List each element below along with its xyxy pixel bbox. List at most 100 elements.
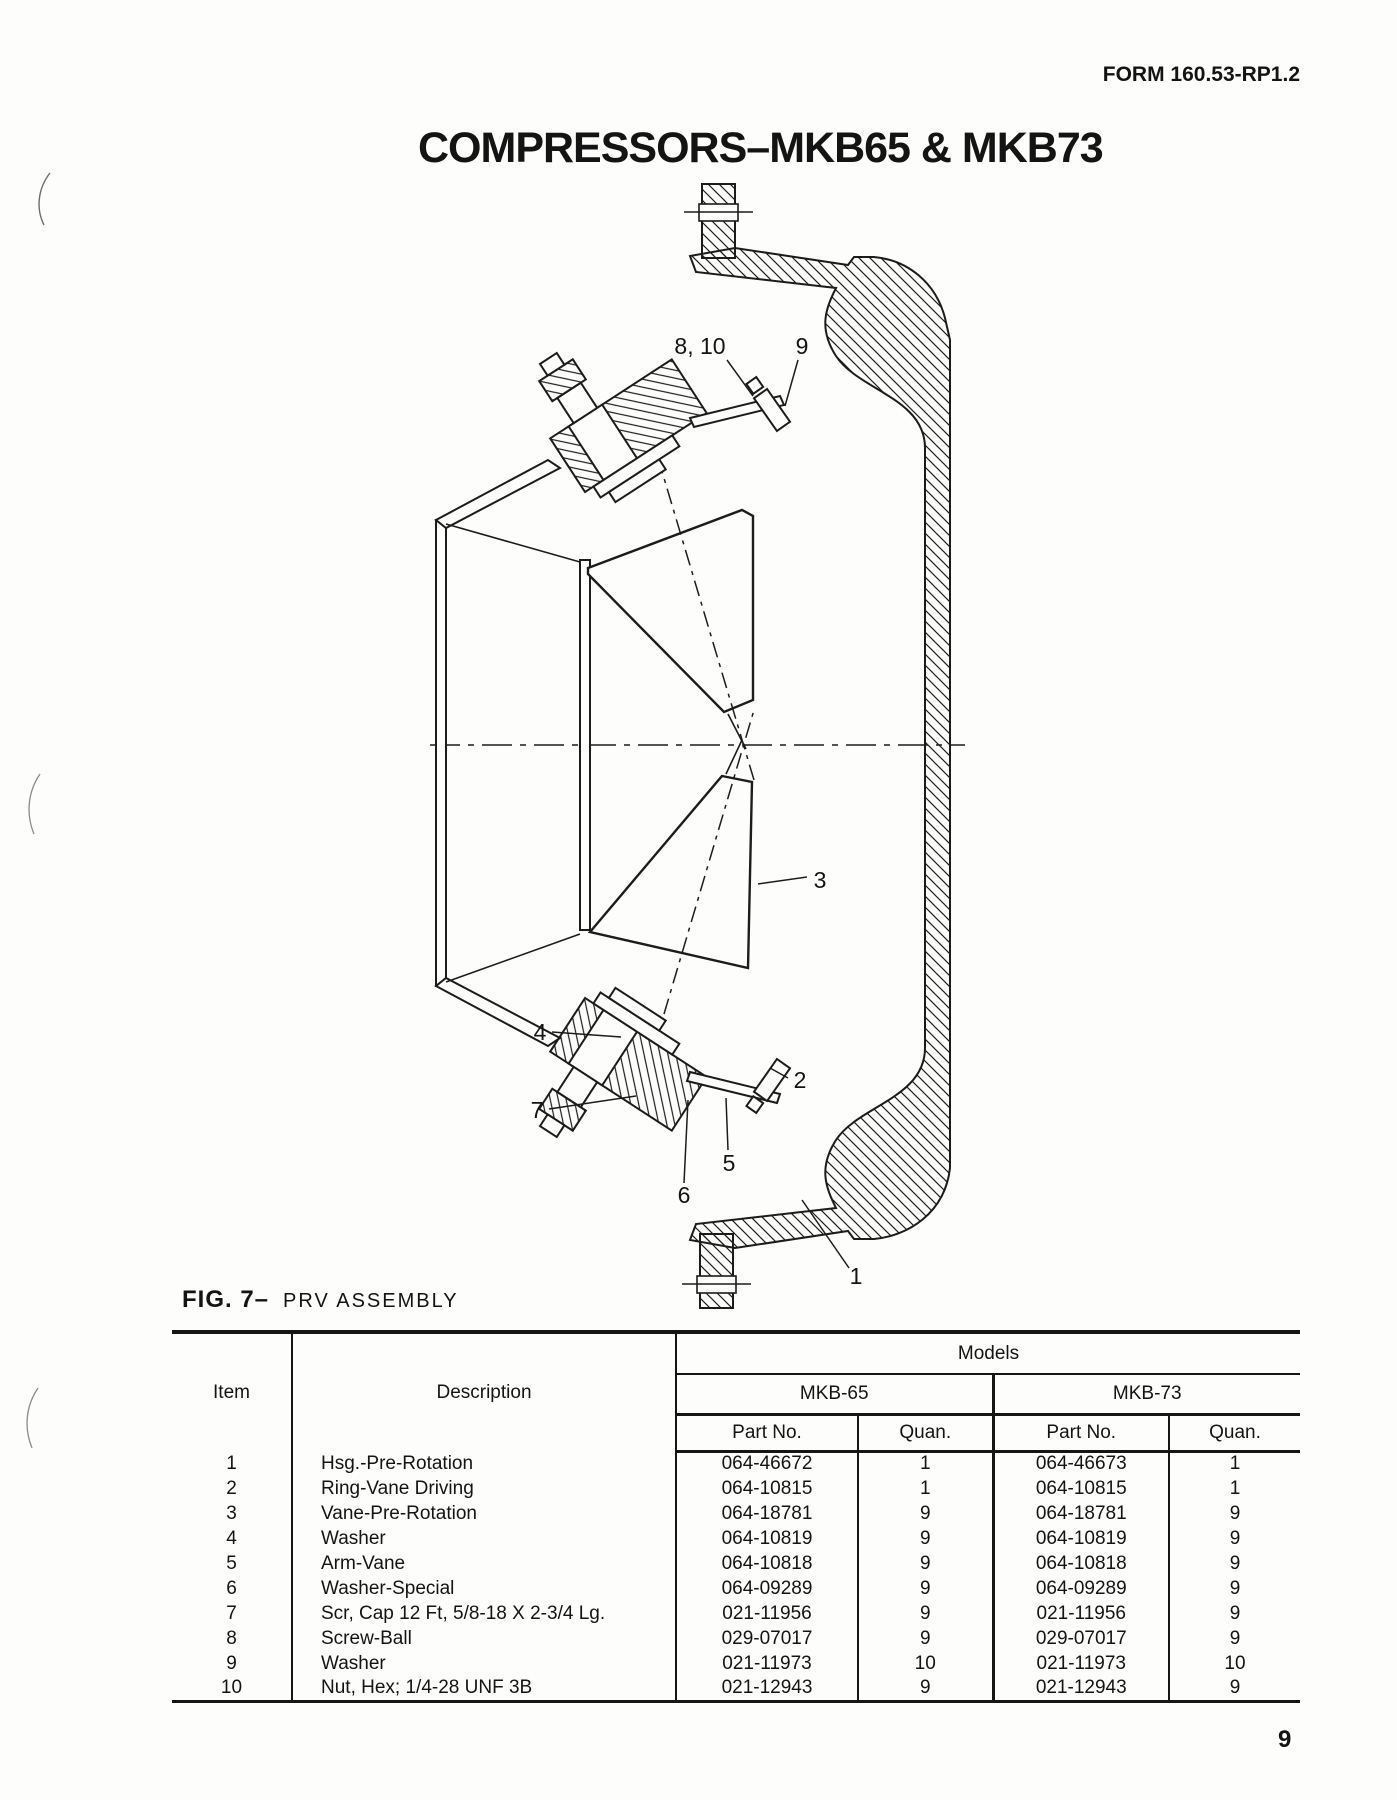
upper-vane-axis: [657, 457, 755, 781]
col-header-quan-65: Quan.: [858, 1414, 995, 1453]
inner-wall: [579, 559, 591, 931]
col-header-mkb65: MKB-65: [676, 1374, 995, 1416]
cell-quan-73: 9: [1229, 1502, 1241, 1524]
cell-description: Washer: [292, 1526, 677, 1551]
upper-clevis: [745, 375, 792, 433]
cell-part-73: 064-10815: [993, 1476, 1170, 1501]
cell-description: Vane-Pre-Rotation: [292, 1501, 677, 1526]
cell-description: Nut, Hex; 1/4-28 UNF 3B: [292, 1676, 677, 1701]
cell-quan-65: 9: [858, 1526, 995, 1551]
cell-part-73: 064-10818: [993, 1551, 1170, 1576]
cell-item: 2: [172, 1476, 293, 1501]
parts-table: Item Description Models MKB-65 MKB-73 Pa…: [172, 1330, 1300, 1703]
figure-label: FIG. 7–: [182, 1286, 270, 1313]
lower-arm: [685, 1070, 782, 1105]
prv-assembly-drawing: 8, 10 9 3 4 2 7 5 6 1: [428, 168, 968, 1328]
cell-description: Scr, Cap 12 Ft, 5/8-18 X 2-3/4 Lg.: [292, 1601, 677, 1626]
cell-quan-73: 9: [1229, 1527, 1241, 1549]
page-number: 9: [1278, 1726, 1292, 1753]
cell-description: Hsg.-Pre-Rotation: [292, 1451, 677, 1476]
figure-title: PRV ASSEMBLY: [283, 1290, 459, 1312]
cell-item: 1: [172, 1451, 293, 1476]
callout-label: 8, 10: [674, 333, 725, 359]
col-header-mkb73: MKB-73: [993, 1374, 1300, 1416]
cell-part-73: 021-11973: [993, 1651, 1170, 1676]
table-row: 1 Hsg.-Pre-Rotation 064-46672 1 064-4667…: [172, 1451, 1300, 1476]
col-header-part-73: Part No.: [993, 1414, 1170, 1453]
col-header-part-65: Part No.: [676, 1414, 859, 1453]
cell-quan-65: 9: [858, 1501, 995, 1526]
cell-part-65: 064-10819: [676, 1526, 859, 1551]
callout-label: 9: [796, 333, 809, 359]
cell-quan-65: 9: [858, 1551, 995, 1576]
table-row: 2 Ring-Vane Driving 064-10815 1 064-1081…: [172, 1476, 1300, 1501]
cell-item: 3: [172, 1501, 293, 1526]
cell-part-73: 029-07017: [993, 1626, 1170, 1651]
callout-label: 7: [531, 1097, 544, 1123]
cell-item: 5: [172, 1551, 293, 1576]
callout-label: 3: [814, 867, 827, 893]
cell-quan-65: 1: [858, 1451, 995, 1476]
lower-vane-axis: [663, 709, 755, 1015]
table-row: 5 Arm-Vane 064-10818 9 064-10818 9: [172, 1551, 1300, 1576]
col-header-item: Item: [172, 1332, 293, 1451]
cell-part-73: 064-10819: [993, 1526, 1170, 1551]
upper-vane: [586, 508, 755, 714]
cell-part-73: 064-09289: [993, 1576, 1170, 1601]
cell-quan-73: 9: [1229, 1627, 1241, 1649]
cell-quan-73: 1: [1229, 1453, 1241, 1475]
form-number: FORM 160.53-RP1.2: [1102, 63, 1300, 86]
cell-item: 8: [172, 1626, 293, 1651]
cell-item: 4: [172, 1526, 293, 1551]
table-row: 4 Washer 064-10819 9 064-10819 9: [172, 1526, 1300, 1551]
cell-part-65: 064-18781: [676, 1501, 859, 1526]
cell-part-65: 021-12943: [676, 1676, 859, 1701]
table-row: 9 Washer 021-11973 10 021-11973 10: [172, 1651, 1300, 1676]
callout-label: 1: [850, 1263, 863, 1289]
cell-quan-73: 10: [1224, 1652, 1246, 1674]
cell-item: 7: [172, 1601, 293, 1626]
col-header-models: Models: [676, 1332, 1300, 1375]
scan-artifacts: [26, 172, 51, 1449]
cell-part-65: 029-07017: [676, 1626, 859, 1651]
table-row: 8 Screw-Ball 029-07017 9 029-07017 9: [172, 1626, 1300, 1651]
cell-part-65: 064-09289: [676, 1576, 859, 1601]
cell-item: 6: [172, 1576, 293, 1601]
lower-vane: [587, 774, 754, 970]
cell-part-73: 021-12943: [993, 1676, 1170, 1701]
col-header-quan-73: Quan.: [1169, 1414, 1300, 1453]
callout-labels: 8, 10 9 3 4 2 7 5 6 1: [531, 333, 863, 1289]
cell-part-65: 064-10815: [676, 1476, 859, 1501]
cell-description: Ring-Vane Driving: [292, 1476, 677, 1501]
upper-actuator: [537, 351, 709, 504]
cell-quan-65: 9: [858, 1576, 995, 1601]
table-row: 7 Scr, Cap 12 Ft, 5/8-18 X 2-3/4 Lg. 021…: [172, 1601, 1300, 1626]
bottom-flange: [699, 1233, 734, 1309]
callout-label: 4: [534, 1019, 547, 1045]
cell-part-65: 064-10818: [676, 1551, 859, 1576]
cell-quan-73: 9: [1229, 1676, 1241, 1698]
cell-quan-73: 1: [1229, 1477, 1241, 1499]
left-outer-wall: [435, 519, 447, 987]
cell-item: 9: [172, 1651, 293, 1676]
casing-section: [688, 246, 951, 1250]
prv-assembly-svg: 8, 10 9 3 4 2 7 5 6 1: [430, 183, 965, 1309]
table-row: 6 Washer-Special 064-09289 9 064-09289 9: [172, 1576, 1300, 1601]
callout-label: 6: [678, 1182, 691, 1208]
cell-part-73: 064-46673: [993, 1451, 1170, 1476]
cell-description: Washer: [292, 1651, 677, 1676]
figure-caption: FIG. 7– PRV ASSEMBLY: [182, 1286, 459, 1314]
cell-description: Washer-Special: [292, 1576, 677, 1601]
cell-part-73: 021-11956: [993, 1601, 1170, 1626]
page-title: COMPRESSORS–MKB65 & MKB73: [418, 124, 1104, 172]
col-header-description: Description: [292, 1332, 677, 1451]
cell-part-65: 021-11973: [676, 1651, 859, 1676]
upper-left-plate: [434, 458, 562, 530]
cell-part-73: 064-18781: [993, 1501, 1170, 1526]
cell-quan-65: 1: [858, 1476, 995, 1501]
lower-actuator: [537, 986, 709, 1139]
lower-clevis: [745, 1057, 792, 1115]
cell-quan-65: 9: [858, 1601, 995, 1626]
cell-quan-65: 9: [858, 1626, 995, 1651]
